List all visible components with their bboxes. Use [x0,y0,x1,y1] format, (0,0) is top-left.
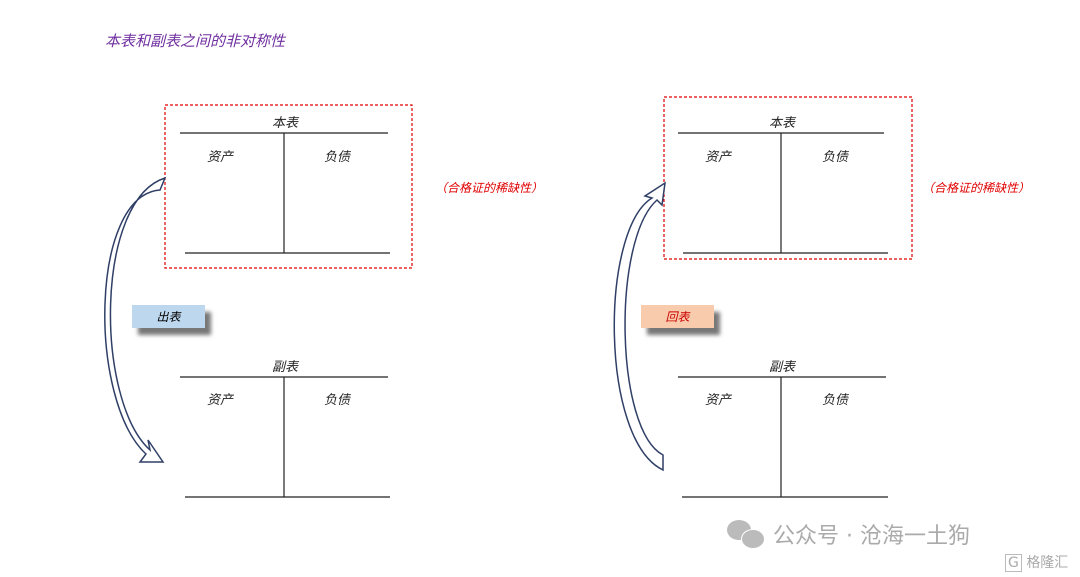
logo-text: 格隆汇 [1026,555,1069,571]
page-title: 本表和副表之间的非对称性 [105,32,286,50]
left-sub-liabilities: 负债 [323,393,351,408]
out-arrow [104,176,167,463]
left-main-title: 本表 [271,116,299,131]
left-note: （合格证的稀缺性） [435,181,544,195]
right-sub-title: 副表 [768,360,796,375]
right-sub-assets: 资产 [704,393,732,408]
left-sub-assets: 资产 [206,393,234,408]
right-note: （合格证的稀缺性） [922,181,1031,195]
logo: G 格隆汇 [1005,552,1068,572]
right-liabilities: 负债 [821,150,849,165]
left-liabilities: 负债 [323,150,351,165]
back-button[interactable]: 回表 [641,305,714,328]
wechat-icon [727,520,765,549]
watermark: 公众号 · 沧海一土狗 [727,518,970,550]
back-arrow [613,181,666,472]
watermark-text: 公众号 · 沧海一土狗 [773,524,970,549]
right-sub-liabilities: 负债 [821,393,849,408]
left-sub-title: 副表 [271,360,299,375]
left-assets: 资产 [206,150,234,165]
right-assets: 资产 [704,150,732,165]
out-button[interactable]: 出表 [132,305,205,328]
right-main-title: 本表 [768,116,796,131]
